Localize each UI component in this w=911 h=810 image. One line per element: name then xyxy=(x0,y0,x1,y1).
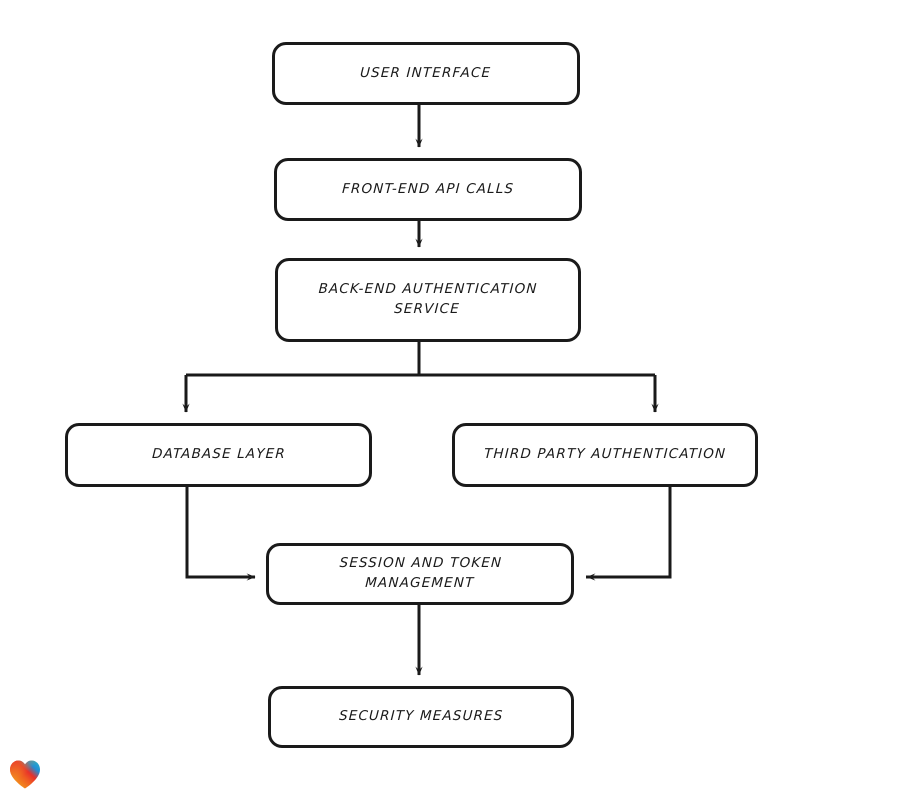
node-label-back-end-authentication-service: BACK-END AUTHENTICATION SERVICE xyxy=(318,281,539,317)
edge-thirdparty-to-session xyxy=(586,487,672,581)
heart-icon xyxy=(10,760,40,789)
node-third-party-authentication[interactable]: THIRD PARTY AUTHENTICATION xyxy=(452,423,758,487)
edge-database-to-session xyxy=(185,487,256,581)
node-user-interface[interactable]: USER INTERFACE xyxy=(272,42,580,105)
node-label-security-measures: SECURITY MEASURES xyxy=(338,708,504,725)
node-back-end-authentication-service[interactable]: BACK-END AUTHENTICATION SERVICE xyxy=(275,258,581,342)
node-label-database-layer: DATABASE LAYER xyxy=(151,446,286,463)
node-label-session-and-token-management: SESSION AND TOKEN MANAGEMENT xyxy=(338,555,503,591)
node-database-layer[interactable]: DATABASE LAYER xyxy=(65,423,372,487)
node-label-user-interface: USER INTERFACE xyxy=(360,64,493,81)
node-front-end-api-calls[interactable]: FRONT-END API CALLS xyxy=(274,158,582,221)
node-session-and-token-management[interactable]: SESSION AND TOKEN MANAGEMENT xyxy=(266,543,574,605)
node-security-measures[interactable]: SECURITY MEASURES xyxy=(268,686,574,748)
node-label-front-end-api-calls: FRONT-END API CALLS xyxy=(341,180,515,197)
node-label-third-party-authentication: THIRD PARTY AUTHENTICATION xyxy=(483,446,727,463)
